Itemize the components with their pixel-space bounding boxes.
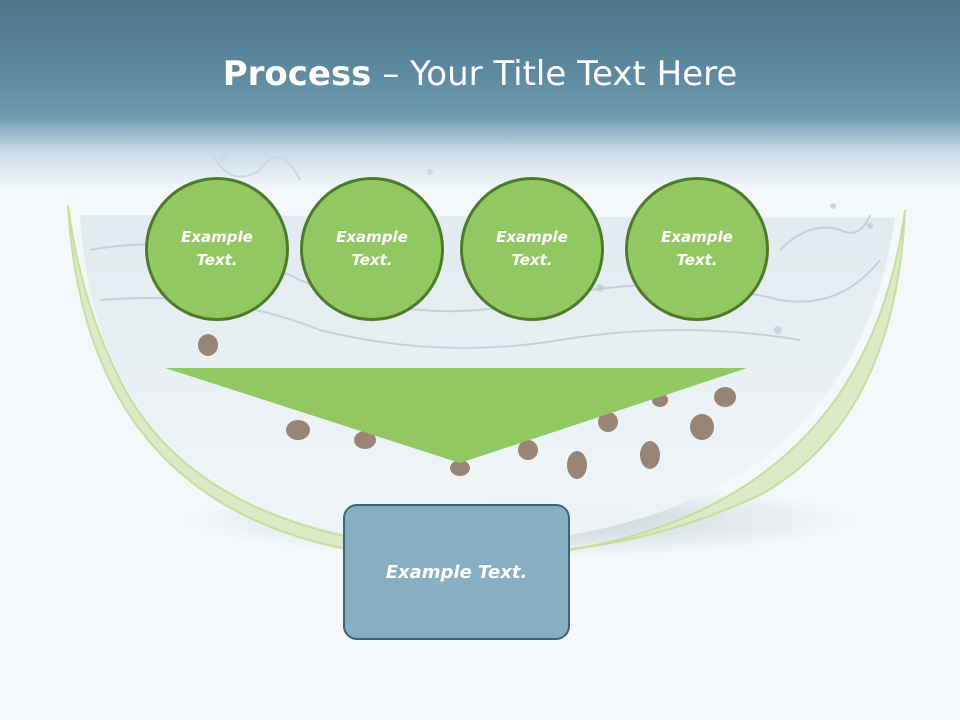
seed-shapes	[198, 334, 736, 479]
title-band	[0, 0, 960, 190]
funnel-triangle	[165, 368, 747, 463]
result-box: Example Text.	[343, 504, 570, 640]
step-circle-text: Text.	[196, 251, 238, 269]
title-bold: Process	[222, 54, 372, 94]
step-circle-4: Example Text.	[625, 177, 769, 321]
step-circle-label: Example Text.	[487, 226, 577, 272]
step-circle-text: Example	[661, 228, 733, 246]
result-box-label: Example Text.	[385, 561, 528, 583]
step-circle-text: Example	[496, 228, 568, 246]
step-circle-text: Text.	[676, 251, 718, 269]
step-circle-text: Text.	[511, 251, 553, 269]
step-circle-text: Text.	[351, 251, 393, 269]
title-rest: – Your Title Text Here	[371, 54, 738, 94]
slide-title: Process – Your Title Text Here	[0, 52, 960, 96]
step-circle-label: Example Text.	[327, 226, 417, 272]
step-circle-label: Example Text.	[172, 226, 262, 272]
step-circle-2: Example Text.	[300, 177, 444, 321]
step-circle-text: Example	[336, 228, 408, 246]
step-circle-3: Example Text.	[460, 177, 604, 321]
step-circle-text: Example	[181, 228, 253, 246]
step-circle-label: Example Text.	[652, 226, 742, 272]
step-circle-1: Example Text.	[145, 177, 289, 321]
